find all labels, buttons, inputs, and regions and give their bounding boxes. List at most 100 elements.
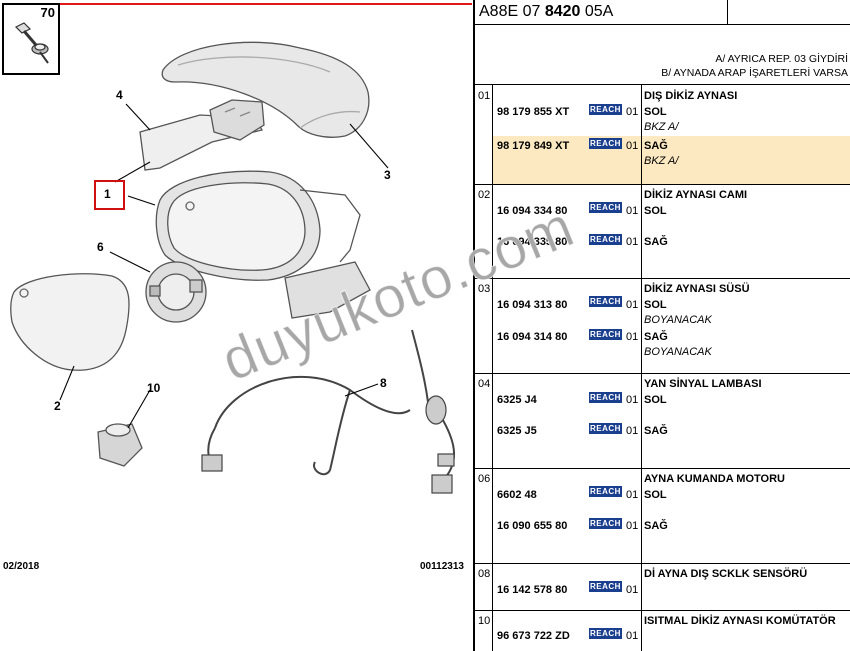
- callout-4[interactable]: 4: [116, 88, 123, 102]
- quantity: 01: [626, 236, 639, 248]
- side-label: SOL: [644, 394, 667, 406]
- side-label: SAĞ: [644, 331, 668, 343]
- quantity: 01: [626, 630, 639, 642]
- row-divider: [475, 468, 850, 469]
- group-title: AYNA KUMANDA MOTORU: [644, 473, 785, 485]
- reach-badge: REACH: [589, 581, 622, 592]
- side-label: SAĞ: [644, 236, 668, 248]
- reach-badge: REACH: [589, 518, 622, 529]
- turn-signal-shape[interactable]: [139, 99, 265, 171]
- callout-10[interactable]: 10: [147, 381, 161, 395]
- highlighted-row: [492, 136, 850, 184]
- part-number[interactable]: 16 090 655 80: [497, 520, 568, 532]
- group-number: 02: [478, 189, 491, 201]
- group-number: 08: [478, 568, 491, 580]
- side-label: SOL: [644, 489, 667, 501]
- mirror-motor-shape[interactable]: [145, 261, 207, 323]
- part-number[interactable]: 98 179 849 XT: [497, 140, 570, 152]
- quantity: 01: [626, 520, 639, 532]
- catalog-code: A88E 07 8420 05A: [479, 3, 614, 20]
- inset-number: 70: [40, 5, 55, 20]
- note-b: B/ AYNADA ARAP İŞARETLERİ VARSA: [661, 67, 848, 79]
- quantity: 01: [626, 331, 639, 343]
- part-number[interactable]: 16 094 334 80: [497, 205, 568, 217]
- bolt-icon: [14, 22, 49, 64]
- mirror-assembly-shape[interactable]: [155, 170, 371, 319]
- row-divider: [475, 610, 850, 611]
- mirror-glass-shape[interactable]: [10, 273, 130, 371]
- group-title: ISITMAL DİKİZ AYNASI KOMÜTATÖR: [644, 615, 836, 627]
- callout-1-highlight: [94, 180, 125, 210]
- diagram-date: 02/2018: [3, 561, 40, 572]
- part-number[interactable]: 6325 J4: [497, 394, 537, 406]
- group-title: DİKİZ AYNASI CAMI: [644, 189, 748, 201]
- side-label: SOL: [644, 106, 667, 118]
- part-number[interactable]: 96 673 722 ZD: [497, 630, 570, 642]
- callout-1[interactable]: 1: [104, 187, 111, 201]
- side-label: SAĞ: [644, 520, 668, 532]
- header-divider: [475, 24, 850, 25]
- column-divider-1: [492, 84, 493, 651]
- quantity: 01: [626, 394, 639, 406]
- group-number: 10: [478, 615, 491, 627]
- part-number[interactable]: 16 142 578 80: [497, 584, 568, 596]
- group-title: YAN SİNYAL LAMBASI: [644, 378, 762, 390]
- reach-badge: REACH: [589, 423, 622, 434]
- reach-badge: REACH: [589, 234, 622, 245]
- remark: BOYANACAK: [644, 314, 712, 326]
- mirror-parts-drawing: [10, 41, 456, 494]
- quantity: 01: [626, 205, 639, 217]
- reach-badge: REACH: [589, 392, 622, 403]
- reach-badge: REACH: [589, 296, 622, 307]
- row-divider: [475, 184, 850, 185]
- callout-6[interactable]: 6: [97, 240, 104, 254]
- exploded-diagram: 70: [2, 3, 472, 572]
- group-title: DİKİZ AYNASI SÜSÜ: [644, 283, 750, 295]
- wiring-harness-shape[interactable]: [201, 329, 456, 494]
- quantity: 01: [626, 425, 639, 437]
- row-divider: [475, 563, 850, 564]
- quantity: 01: [626, 584, 639, 596]
- reach-badge: REACH: [589, 486, 622, 497]
- reach-badge: REACH: [589, 138, 622, 149]
- notes-divider: [475, 84, 850, 85]
- quantity: 01: [626, 489, 639, 501]
- part-number[interactable]: 16 094 314 80: [497, 331, 568, 343]
- row-divider: [475, 373, 850, 374]
- row-divider: [475, 278, 850, 279]
- bolt-inset[interactable]: 70: [2, 3, 60, 75]
- parts-table: A88E 07 8420 05A A/ AYRICA REP. 03 GİYDİ…: [473, 0, 850, 651]
- callout-2[interactable]: 2: [54, 399, 61, 413]
- column-divider-2: [641, 84, 642, 651]
- part-number[interactable]: 16 094 335 80: [497, 236, 568, 248]
- note-a: A/ AYRICA REP. 03 GİYDİRİ: [715, 53, 848, 65]
- part-number[interactable]: 6325 J5: [497, 425, 537, 437]
- reach-badge: REACH: [589, 104, 622, 115]
- part-number[interactable]: 6602 48: [497, 489, 537, 501]
- header-column-divider: [727, 0, 728, 24]
- quantity: 01: [626, 140, 639, 152]
- part-number[interactable]: 98 179 855 XT: [497, 106, 570, 118]
- side-label: SAĞ: [644, 140, 668, 152]
- side-label: SAĞ: [644, 425, 668, 437]
- reach-badge: REACH: [589, 628, 622, 639]
- remark: BOYANACAK: [644, 346, 712, 358]
- side-label: SOL: [644, 205, 667, 217]
- remark: BKZ A/: [644, 121, 679, 133]
- callout-3[interactable]: 3: [384, 168, 391, 182]
- mirror-switch-shape[interactable]: [97, 423, 143, 467]
- group-title: DIŞ DİKİZ AYNASI: [644, 90, 738, 102]
- part-number[interactable]: 16 094 313 80: [497, 299, 568, 311]
- reach-badge: REACH: [589, 202, 622, 213]
- remark: BKZ A/: [644, 155, 679, 167]
- diagram-reference: 00112313: [420, 561, 464, 572]
- callout-8[interactable]: 8: [380, 376, 387, 390]
- quantity: 01: [626, 106, 639, 118]
- group-number: 04: [478, 378, 491, 390]
- group-number: 06: [478, 473, 491, 485]
- mirror-cover-shape[interactable]: [161, 41, 370, 138]
- side-label: SOL: [644, 299, 667, 311]
- group-number: 01: [478, 90, 491, 102]
- reach-badge: REACH: [589, 329, 622, 340]
- group-title: Dİ AYNA DIŞ SCKLK SENSÖRÜ: [644, 568, 808, 580]
